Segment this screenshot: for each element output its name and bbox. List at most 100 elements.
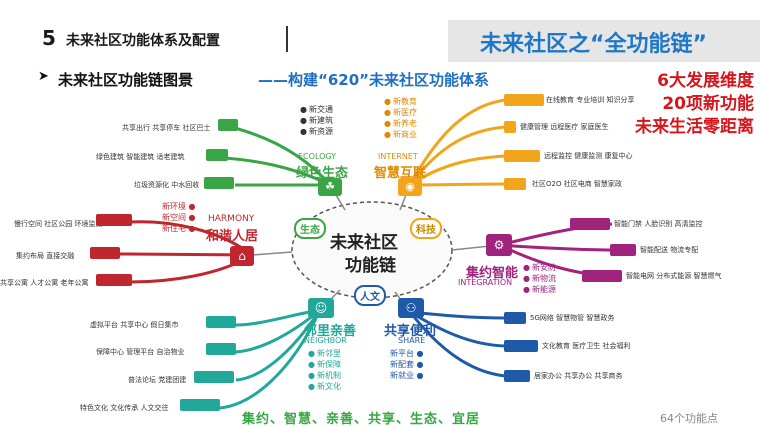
share-feature: 新配套 ● xyxy=(390,360,424,369)
share-leaf: 文化教育 医疗卫生 社会福利 xyxy=(542,342,631,350)
cart-icon xyxy=(504,178,526,190)
power-icon xyxy=(582,270,622,282)
community-icon xyxy=(206,316,236,328)
harmony-leaf: 集约布局 直接交融 xyxy=(16,252,75,260)
internet-feature: 新养老 xyxy=(384,118,417,129)
heart-icon xyxy=(504,121,516,133)
ecology-feature-list: 新交通 新建筑 新资源 xyxy=(300,104,333,137)
harmony-feature-list: 新环境 ● 新空间 ● 新住宅 ● xyxy=(162,201,196,234)
monitor-icon xyxy=(504,150,540,162)
center-tag-tech: 科技 xyxy=(410,218,442,239)
harmony-leaf: 共享公寓 人才公寓 老年公寓 xyxy=(0,279,89,287)
masks-icon: ☺ xyxy=(308,298,334,318)
ecology-feature: 新资源 xyxy=(300,126,333,137)
harmony-cn-label: 和谐人居 xyxy=(206,229,259,244)
culture-icon xyxy=(180,399,220,411)
office-icon xyxy=(504,370,530,382)
forum-icon xyxy=(194,371,234,383)
ecology-feature: 新建筑 xyxy=(300,115,333,126)
center-tag-ecology: 生态 xyxy=(294,218,326,239)
center-tag-humanity: 人文 xyxy=(354,285,386,306)
ecology-cn-label: 绿色生态 xyxy=(296,166,349,181)
title-divider xyxy=(286,26,288,52)
integration-feature: 新能源 xyxy=(523,284,556,295)
house-icon: ⌂ xyxy=(230,246,254,266)
internet-leaf: 远程监控 健康监测 康复中心 xyxy=(544,152,633,160)
building-icon xyxy=(206,149,228,161)
gear-icon: ⚙ xyxy=(486,234,512,256)
integration-leaf: 智能配送 物流专配 xyxy=(640,246,699,254)
layout-icon xyxy=(90,247,120,259)
internet-en-label: INTERNET xyxy=(378,152,418,161)
banner-title: 未来社区之“全功能链” xyxy=(480,32,707,57)
shield-icon xyxy=(206,343,236,355)
neighbor-leaf: 普法论坛 党建团建 xyxy=(128,376,187,384)
neighbor-en-label: NEIGHBOR xyxy=(304,336,347,345)
share-feature: 新就业 ● xyxy=(390,371,424,380)
park-icon xyxy=(96,214,132,226)
truck-icon xyxy=(610,244,636,256)
ecology-leaf: 绿色建筑 智能建筑 适老建筑 xyxy=(96,153,185,161)
harmony-en-label: HARMONY xyxy=(208,214,255,224)
harmony-feature: 新住宅 ● xyxy=(162,224,196,233)
ecology-feature: 新交通 xyxy=(300,104,333,115)
internet-feature: 新医疗 xyxy=(384,107,417,118)
ecology-en-label: ECOLOGY xyxy=(298,152,337,161)
share-cn-label: 共享便利 xyxy=(384,324,437,339)
neighbor-feature: 新文化 xyxy=(308,381,341,392)
integration-en-label: INTEGRATION xyxy=(458,278,513,287)
ecology-hub-icon: ☘ xyxy=(318,178,342,196)
car-icon xyxy=(218,119,238,131)
share-leaf: 居家办公 共享办公 共享商务 xyxy=(534,372,623,380)
hospital-icon xyxy=(504,340,538,352)
integration-leaf: 智能门禁 人脸识别 高清监控 xyxy=(614,220,703,228)
neighbor-leaf: 特色文化 文化传承 人文交往 xyxy=(80,404,169,412)
share-leaf: 5G网络 智慧物管 智慧政务 xyxy=(530,314,615,322)
banner-background xyxy=(448,20,760,62)
internet-cn-label: 智慧互联 xyxy=(374,166,427,181)
recycle-icon xyxy=(204,177,234,189)
neighbor-feature: 新保障 xyxy=(308,359,341,370)
internet-feature: 新商业 xyxy=(384,129,417,140)
subheader-title: 未来社区功能链图景 xyxy=(58,71,194,89)
bullet-arrow-icon: ➤ xyxy=(38,69,49,84)
footer-slogan: 集约、智慧、亲善、共享、生态、宜居 xyxy=(242,412,481,427)
harmony-feature: 新空间 ● xyxy=(162,213,196,222)
section-title: 未来社区功能体系及配置 xyxy=(66,33,220,49)
highlight-dimensions: 6大发展维度 xyxy=(657,71,754,91)
harmony-leaf: 慢行空间 社区公园 环境监测 xyxy=(14,220,103,228)
neighbor-feature-list: 新邻里 新保障 新机制 新文化 xyxy=(308,348,341,392)
education-icon xyxy=(504,94,544,106)
neighbor-leaf: 虚拟平台 共享中心 假日集市 xyxy=(90,321,179,329)
subheader-tagline: ——构建“620”未来社区功能体系 xyxy=(258,71,490,89)
internet-leaf: 健康管理 远程医疗 家庭医生 xyxy=(520,123,609,131)
share-en-label: SHARE xyxy=(398,336,426,345)
neighbor-cn-label: 邻里亲善 xyxy=(304,324,357,339)
center-title-line1: 未来社区 xyxy=(330,233,398,253)
apartment-icon xyxy=(96,274,132,286)
integration-feature-list: 新安防 新物流 新能源 xyxy=(523,262,556,295)
harmony-feature: 新环境 ● xyxy=(162,202,196,211)
feature-count: 64个功能点 xyxy=(660,412,718,425)
ecology-leaf: 垃圾资源化 中水回收 xyxy=(134,181,200,189)
highlight-functions: 20项新功能 xyxy=(662,94,754,114)
internet-feature-list: 新教育 新医疗 新养老 新商业 xyxy=(384,96,417,140)
network-5g-icon xyxy=(504,312,526,324)
internet-leaf: 在线教育 专业培训 知识分享 xyxy=(546,96,635,104)
globe-icon: ◉ xyxy=(398,178,422,196)
integration-cn-label: 集约智能 xyxy=(466,266,519,281)
people-icon: ⚇ xyxy=(398,298,424,318)
integration-leaf: 智能电网 分布式能源 智慧燃气 xyxy=(626,272,722,280)
internet-leaf: 社区O2O 社区电商 智慧家政 xyxy=(532,180,622,188)
ecology-leaf: 共享出行 共享停车 社区巴士 xyxy=(122,124,211,132)
integration-feature: 新物流 xyxy=(523,273,556,284)
share-feature: 新平台 ● xyxy=(390,349,424,358)
section-number: 5 xyxy=(42,26,56,50)
neighbor-feature: 新邻里 xyxy=(308,348,341,359)
neighbor-leaf: 保障中心 管理平台 自治物业 xyxy=(96,348,185,356)
integration-feature: 新安防 xyxy=(523,262,556,273)
center-title-line2: 功能链 xyxy=(345,256,396,276)
internet-feature: 新教育 xyxy=(384,96,417,107)
neighbor-feature: 新机制 xyxy=(308,370,341,381)
